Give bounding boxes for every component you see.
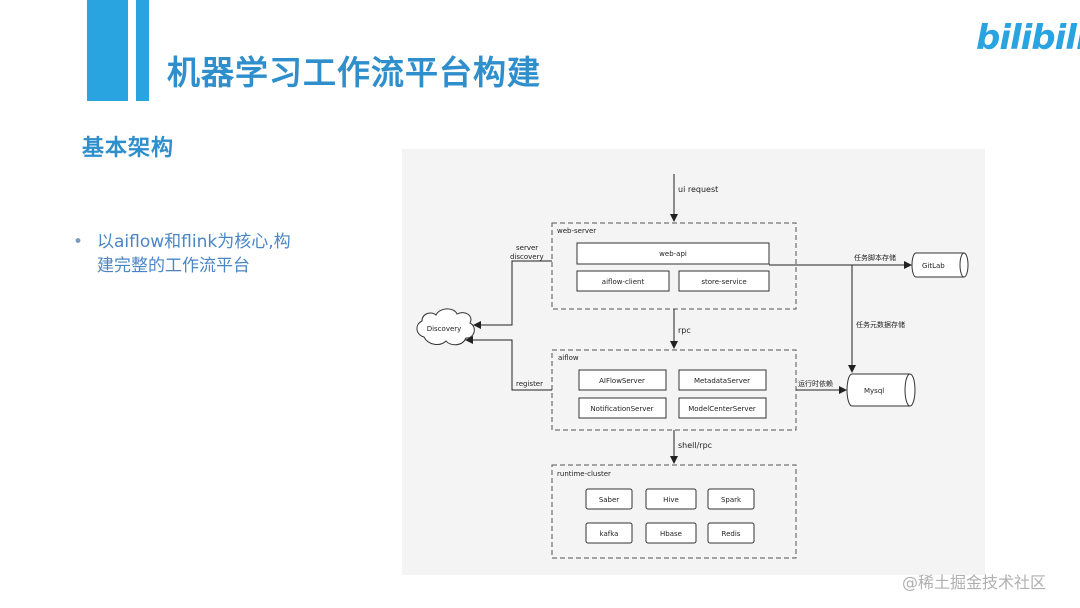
bullet-text: 以aiflow和flink为核心,构建完整的工作流平台	[97, 232, 291, 276]
mysql-label: Mysql	[864, 387, 884, 395]
web-server-group	[551, 222, 797, 310]
notification-server-box	[578, 397, 667, 419]
aiflow-server-label: AIFlowServer	[599, 377, 645, 385]
bullet-dot-icon: •	[73, 232, 84, 252]
accent-bar-narrow	[136, 0, 149, 101]
aiflow-server-box	[578, 369, 667, 391]
shell-rpc-label: shell/rpc	[678, 441, 712, 450]
discovery-cloud	[416, 308, 475, 346]
aiflow-client-label: aiflow-client	[602, 278, 645, 286]
rpc-label: rpc	[678, 326, 691, 335]
gitlab-cylinder	[911, 252, 969, 278]
register-arrow	[465, 336, 552, 391]
accent-bar-wide	[87, 0, 128, 101]
discovery-label: Discovery	[427, 325, 462, 333]
runtime-item-box	[707, 488, 755, 510]
store-service-label: store-service	[701, 278, 746, 286]
runtime-item-label: kafka	[600, 530, 619, 538]
runtime-item-label: Hbase	[660, 530, 682, 538]
web-api-label: web-api	[659, 250, 687, 258]
runtime-item-box	[707, 522, 755, 544]
diagram-svg: ui request web-server web-api aiflow-cli…	[416, 174, 969, 559]
runtime-item-box	[645, 488, 697, 510]
watermark: @稀土掘金技术社区	[902, 573, 1047, 592]
register-label: register	[516, 380, 543, 388]
task-meta-label: 任务元数据存储	[856, 320, 905, 329]
gitlab-label: GitLab	[922, 262, 945, 270]
runtime-item-box	[585, 522, 633, 544]
bilibili-logo: bilibili	[976, 18, 1080, 58]
section-title: 基本架构	[82, 136, 175, 161]
server-discovery-label-line2: discovery	[510, 253, 544, 261]
server-discovery-label-line1: server	[516, 244, 538, 252]
server-discovery-arrow	[473, 260, 552, 329]
mysql-cylinder	[846, 373, 916, 407]
runtime-item-box	[645, 522, 697, 544]
web-api-box	[576, 242, 770, 265]
runtime-item-box	[585, 488, 633, 510]
metadata-server-box	[678, 369, 767, 391]
ui-request-label: ui request	[678, 185, 718, 194]
task-script-label: 任务脚本存储	[854, 253, 896, 262]
notification-server-label: NotificationServer	[590, 405, 653, 413]
model-center-server-box	[678, 397, 767, 419]
runtime-item-label: Saber	[599, 496, 619, 504]
runtime-dep-label: 运行时依赖	[798, 379, 833, 388]
runtime-item-label: Redis	[722, 530, 741, 538]
architecture-diagram: ui request web-server web-api aiflow-cli…	[402, 149, 985, 575]
metadata-server-label: MetadataServer	[694, 377, 750, 385]
web-server-label: web-server	[557, 227, 596, 235]
store-service-box	[678, 270, 770, 292]
runtime-item-label: Spark	[721, 496, 742, 504]
runtime-cluster-label: runtime-cluster	[557, 470, 611, 478]
page-title: 机器学习工作流平台构建	[167, 53, 541, 92]
model-center-server-label: ModelCenterServer	[688, 405, 756, 413]
aiflow-label: aiflow	[558, 354, 579, 362]
runtime-cluster-group	[551, 464, 797, 559]
aiflow-client-box	[576, 270, 670, 292]
runtime-item-label: Hive	[663, 496, 679, 504]
